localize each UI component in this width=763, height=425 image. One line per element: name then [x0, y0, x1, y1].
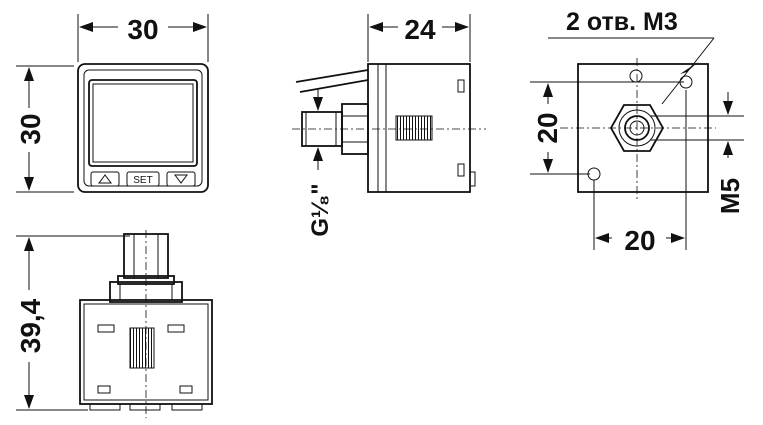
display-window [88, 79, 198, 167]
cable-connector [123, 233, 169, 279]
mounting-hole-top [629, 69, 643, 83]
up-arrow-icon [98, 174, 112, 184]
horizontal-spacing-label: 20 [624, 225, 655, 256]
front-width-label: 30 [127, 14, 158, 45]
back-horizontal-spacing-dimension: 20 [595, 225, 685, 256]
bottom-height-dimension: 39,4 [15, 237, 46, 409]
front-width-dimension: 30 [79, 14, 207, 45]
side-view: 24 G¹⁄₈" [292, 14, 486, 237]
side-knurled-wheel [395, 115, 433, 141]
set-button [126, 171, 160, 187]
side-width-dimension: 24 [369, 14, 469, 45]
up-button [90, 171, 120, 187]
front-housing [77, 63, 209, 193]
down-arrow-icon [174, 174, 188, 184]
thread-size-label: G¹⁄₈" [307, 183, 334, 236]
port-thread-dimension: M5 [715, 92, 745, 214]
front-height-label: 30 [15, 113, 46, 144]
vertical-spacing-label: 20 [532, 112, 563, 143]
bottom-height-label: 39,4 [15, 298, 46, 353]
port-thread-label: M5 [715, 178, 745, 214]
mounting-holes-label: 2 отв. М3 [566, 8, 678, 36]
bottom-view: 39,4 [15, 230, 213, 418]
back-vertical-spacing-dimension: 20 [532, 83, 563, 173]
side-width-label: 24 [404, 14, 436, 45]
down-button [166, 171, 196, 187]
front-view: 30 30 SET [15, 14, 209, 193]
knurled-wheel [129, 327, 155, 369]
front-height-dimension: 30 [15, 67, 46, 191]
back-view: 2 отв. М3 20 [530, 8, 745, 256]
set-button-label: SET [133, 175, 152, 186]
